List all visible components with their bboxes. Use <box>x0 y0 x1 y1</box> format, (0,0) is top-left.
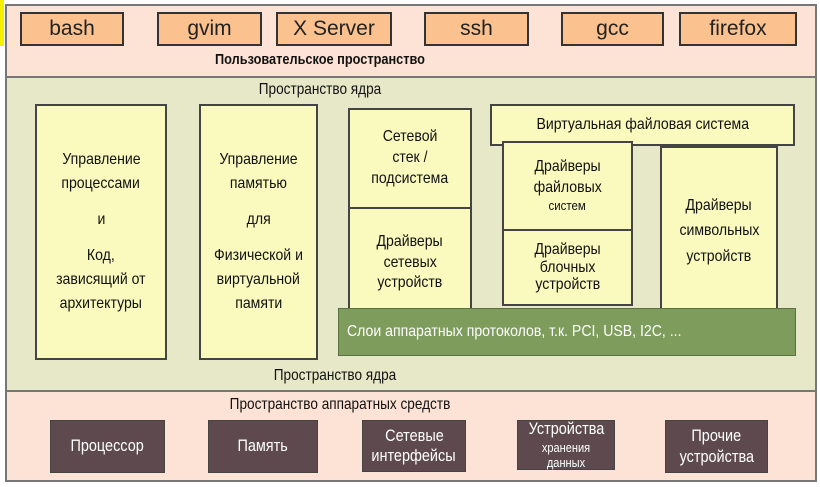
box-text: памяти <box>234 295 283 312</box>
box-text: Физической и <box>214 247 303 264</box>
box-text: Драйверы <box>534 157 601 175</box>
box-text: процессами <box>61 175 141 192</box>
device-memory: Память <box>208 420 318 473</box>
box-text: Память <box>237 436 289 456</box>
box-text: сетевых <box>383 253 437 271</box>
character-drivers: Драйверы символьных устройств <box>660 146 778 316</box>
network-drivers: Драйверы сетевых устройств <box>348 207 472 319</box>
kernel-space-label-bottom: Пространство ядра <box>273 367 397 384</box>
app-label: ssh <box>460 17 493 40</box>
box-text: блочных <box>539 258 596 276</box>
box-text: для <box>246 211 271 228</box>
box-text: Драйверы <box>534 241 601 259</box>
box-text: Сетевые <box>384 425 444 445</box>
box-text: памятью <box>229 175 288 192</box>
box-text: устройств <box>686 247 752 265</box>
box-text: Устройства <box>528 419 604 439</box>
app-label: X Server <box>293 17 375 40</box>
app-ssh: ssh <box>424 12 529 46</box>
hardware-space-label: Пространство аппаратных средств <box>229 396 451 413</box>
box-text: файловых <box>533 178 602 196</box>
box-text: Процессор <box>70 436 145 456</box>
decor-strip <box>0 0 4 46</box>
virtual-file-system: Виртуальная файловая система <box>490 104 795 146</box>
box-text: интерфейсы <box>371 446 457 465</box>
box-text: хранения данных <box>541 439 591 471</box>
box-text: архитектуры <box>59 295 143 312</box>
app-gcc: gcc <box>561 12 664 46</box>
box-text: устройств <box>377 274 443 292</box>
box-text: стек / <box>392 149 428 167</box>
app-label: gvim <box>187 17 232 40</box>
app-firefox: firefox <box>679 12 797 46</box>
box-text: устройств <box>535 276 600 294</box>
box-text: подсистема <box>371 169 449 187</box>
app-label: firefox <box>709 17 767 40</box>
app-gvim: gvim <box>157 12 262 46</box>
filesystem-drivers: Драйверы файловых систем <box>502 141 633 231</box>
kernel-space-label-top: Пространство ядра <box>258 81 382 98</box>
box-text: Драйверы <box>376 232 444 250</box>
box-text: Код, <box>87 247 115 264</box>
box-text: и <box>97 211 105 228</box>
box-text: Слои аппаратных протоколов, т.к. PCI, US… <box>347 323 682 340</box>
box-text: систем <box>548 198 587 214</box>
network-stack: Сетевой стек / подсистема <box>348 108 472 209</box>
box-text: символьных <box>679 222 759 240</box>
user-space-label: Пользовательское пространство <box>215 51 425 68</box>
box-text: устройства <box>679 446 754 466</box>
box-text: Драйверы <box>685 196 753 214</box>
app-label: bash <box>49 17 95 40</box>
hardware-protocol-layers: Слои аппаратных протоколов, т.к. PCI, US… <box>338 308 796 356</box>
box-text: виртуальной <box>216 271 301 288</box>
box-text: Сетевой <box>382 128 438 146</box>
app-label: gcc <box>596 17 629 40</box>
box-text: зависящий от <box>56 271 146 288</box>
box-text: Прочие <box>691 426 742 446</box>
box-text: Управление <box>219 151 298 168</box>
app-bash: bash <box>20 12 124 46</box>
app-xserver: X Server <box>276 12 392 46</box>
device-cpu: Процессор <box>50 420 165 473</box>
box-text: Виртуальная файловая система <box>536 115 749 133</box>
box-text: Управление <box>61 151 141 168</box>
